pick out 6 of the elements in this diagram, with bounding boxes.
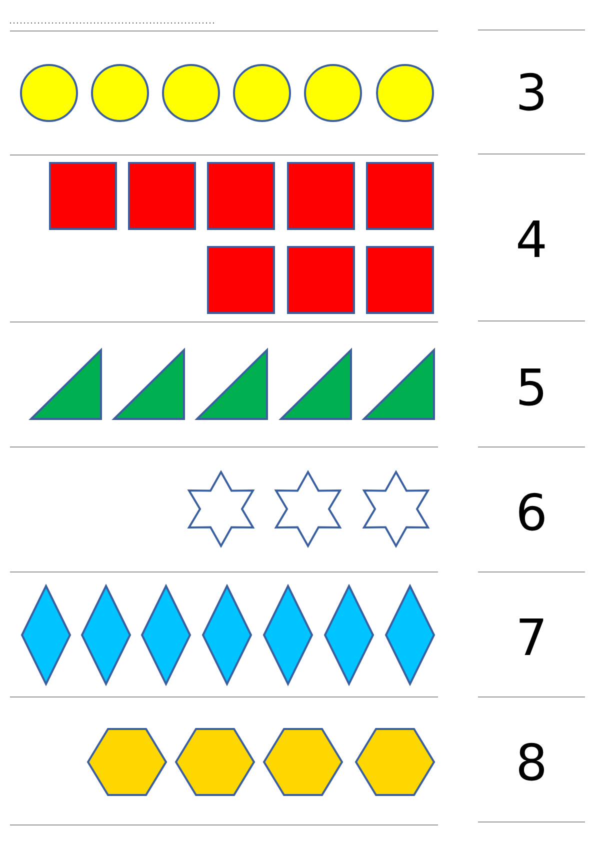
number-label: 3 [514, 63, 548, 123]
number-label: 6 [514, 483, 548, 543]
number-label: 4 [514, 210, 548, 270]
number-label: 8 [514, 733, 548, 793]
number-label: 7 [514, 608, 548, 668]
number-label: 5 [514, 358, 548, 418]
